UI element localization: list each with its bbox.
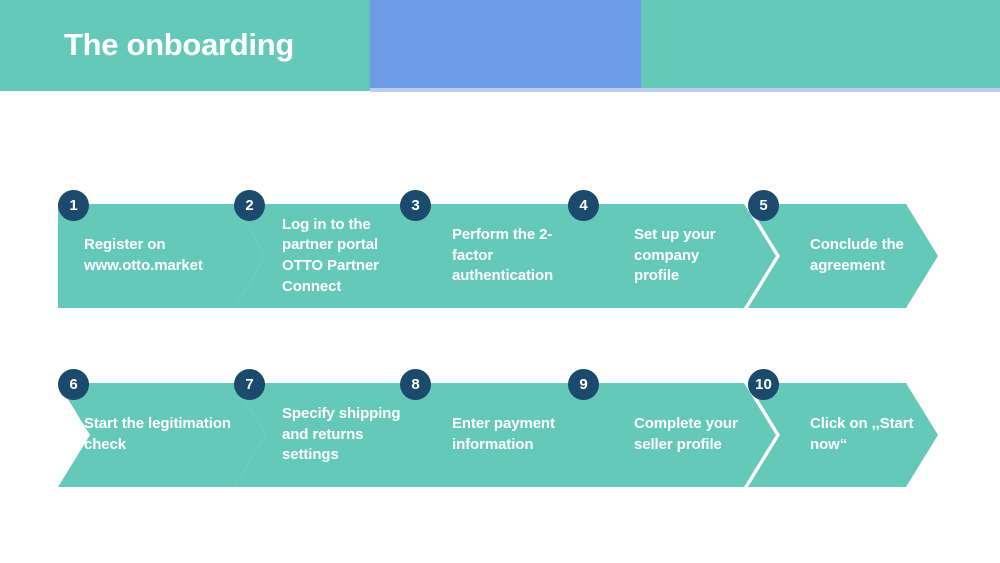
- header-accent-rectangle: [370, 0, 641, 91]
- step-label: Complete your seller profile: [634, 415, 738, 453]
- chevron-shape: [234, 383, 442, 487]
- onboarding-step-9[interactable]: Complete your seller profile 9: [568, 369, 776, 487]
- step-number-badge: 3: [400, 190, 431, 221]
- onboarding-step-2[interactable]: Log in to the partner portal OTTO Partne…: [234, 190, 442, 308]
- step-label: Register on www.otto.market: [84, 236, 203, 274]
- page-header: The onboarding: [0, 0, 1000, 92]
- chevron-shape: [400, 204, 608, 308]
- chevron-shape: [568, 383, 776, 487]
- step-number-badge: 8: [400, 369, 431, 400]
- step-label: Specify shipping and returns settings: [282, 404, 401, 464]
- step-number-badge: 9: [568, 369, 599, 400]
- chevron-shape: [58, 383, 266, 487]
- step-label: Set up your company profile: [634, 225, 716, 285]
- onboarding-step-8[interactable]: Enter payment information 8: [400, 369, 608, 487]
- onboarding-step-5[interactable]: Conclude the agreement 5: [748, 190, 938, 308]
- step-label: Enter payment information: [452, 415, 555, 453]
- step-number-badge: 5: [748, 190, 779, 221]
- chevron-shape: [400, 383, 608, 487]
- chevron-shape: [234, 204, 442, 308]
- chevron-shape: [58, 204, 266, 308]
- step-number-badge: 7: [234, 369, 265, 400]
- step-label: Start the legitimation check: [84, 415, 231, 453]
- step-number-badge: 4: [568, 190, 599, 221]
- chevron-shape: [568, 204, 776, 308]
- onboarding-step-4[interactable]: Set up your company profile 4: [568, 190, 776, 308]
- step-label: Log in to the partner portal OTTO Partne…: [282, 215, 379, 295]
- step-label: Perform the 2-factor authentication: [452, 225, 554, 285]
- page-title: The onboarding: [64, 27, 294, 62]
- onboarding-step-3[interactable]: Perform the 2-factor authentication 3: [400, 190, 608, 308]
- step-number-badge: 10: [748, 369, 779, 400]
- step-label: Click on ,,Start now“: [810, 415, 914, 453]
- onboarding-step-1[interactable]: Register on www.otto.market 1: [58, 190, 266, 308]
- step-number-badge: 6: [58, 369, 89, 400]
- step-number-badge: 2: [234, 190, 265, 221]
- header-underline: [370, 88, 1000, 92]
- onboarding-step-6[interactable]: Start the legitimation check 6: [58, 369, 266, 487]
- step-label: Conclude the agreement: [810, 236, 904, 274]
- onboarding-step-7[interactable]: Specify shipping and returns settings 7: [234, 369, 442, 487]
- onboarding-step-10[interactable]: Click on ,,Start now“ 10: [748, 369, 938, 487]
- step-number-badge: 1: [58, 190, 89, 221]
